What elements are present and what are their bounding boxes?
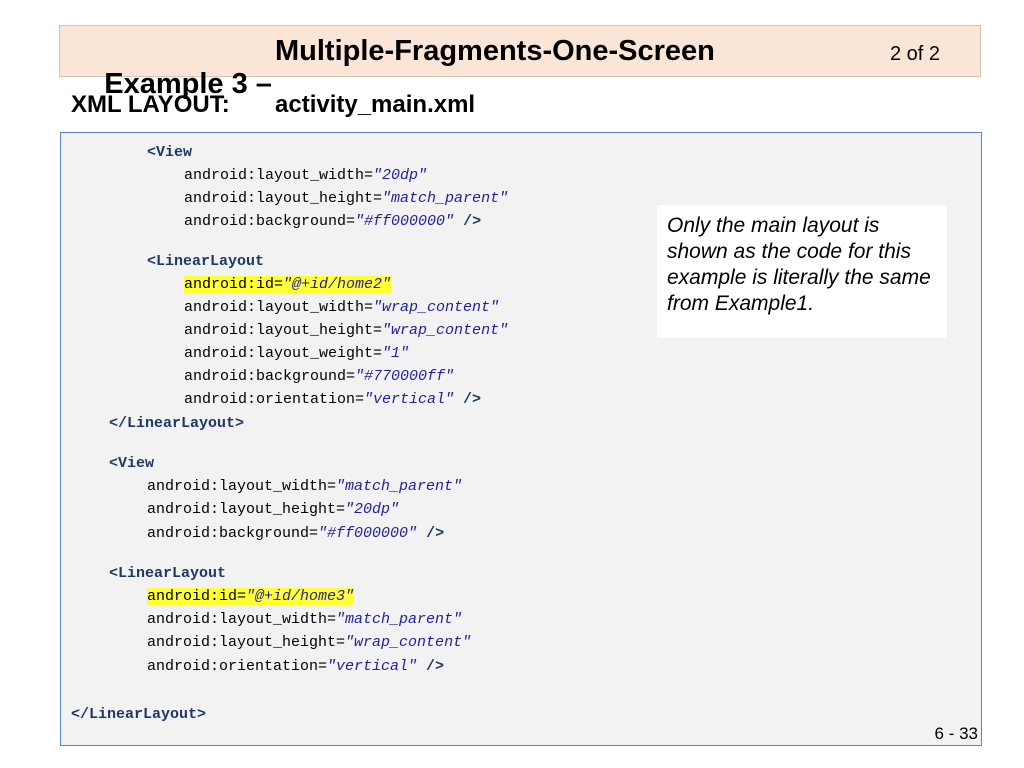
title-page-indicator: 2 of 2 bbox=[890, 43, 941, 65]
code-line: android:layout_height="wrap_content" bbox=[184, 322, 509, 339]
subtitle-label: XML LAYOUT: bbox=[71, 91, 230, 118]
code-line: android:orientation="vertical" /> bbox=[184, 391, 482, 408]
code-line: android:layout_height="wrap_content" bbox=[147, 634, 472, 651]
title-bar: Example 3 – Multiple-Fragments-One-Scree… bbox=[59, 25, 981, 100]
slide-title: Example 3 – Multiple-Fragments-One-Scree… bbox=[72, 35, 715, 167]
code-line: android:layout_width="match_parent" bbox=[147, 478, 463, 495]
code-line: <LinearLayout bbox=[109, 565, 227, 582]
code-line: android:layout_height="20dp" bbox=[147, 501, 400, 518]
note-callout: Only the main layout is shown as the cod… bbox=[657, 205, 947, 338]
code-line: android:background="#ff000000" /> bbox=[147, 525, 445, 542]
code-line: android:background="#ff000000" /> bbox=[184, 213, 482, 230]
code-line: <View bbox=[109, 455, 155, 472]
code-line: android:layout_width="wrap_content" bbox=[184, 299, 500, 316]
code-line: </LinearLayout> bbox=[109, 415, 245, 432]
code-line: android:layout_width="20dp" bbox=[184, 167, 428, 184]
page-number: 6 - 33 bbox=[934, 724, 978, 743]
title-name: Multiple-Fragments-One-Screen bbox=[275, 35, 715, 67]
code-line: android:layout_width="match_parent" bbox=[147, 611, 463, 628]
code-line: <LinearLayout bbox=[147, 253, 265, 270]
code-line-highlighted: android:id="@+id/home2" bbox=[184, 276, 392, 293]
code-line: android:layout_weight="1" bbox=[184, 345, 410, 362]
title-prefix: Example 3 – bbox=[104, 68, 272, 100]
subtitle-file: activity_main.xml bbox=[275, 91, 476, 118]
code-line: android:layout_height="match_parent" bbox=[184, 190, 509, 207]
code-line-highlighted: android:id="@+id/home3" bbox=[147, 588, 355, 605]
subtitle: XML LAYOUT: activity_main.xml bbox=[71, 91, 475, 119]
code-line: android:orientation="vertical" /> bbox=[147, 658, 445, 675]
code-line: </LinearLayout> bbox=[71, 706, 207, 723]
code-line: android:background="#770000ff" bbox=[184, 368, 455, 385]
code-line: <View bbox=[147, 144, 193, 161]
